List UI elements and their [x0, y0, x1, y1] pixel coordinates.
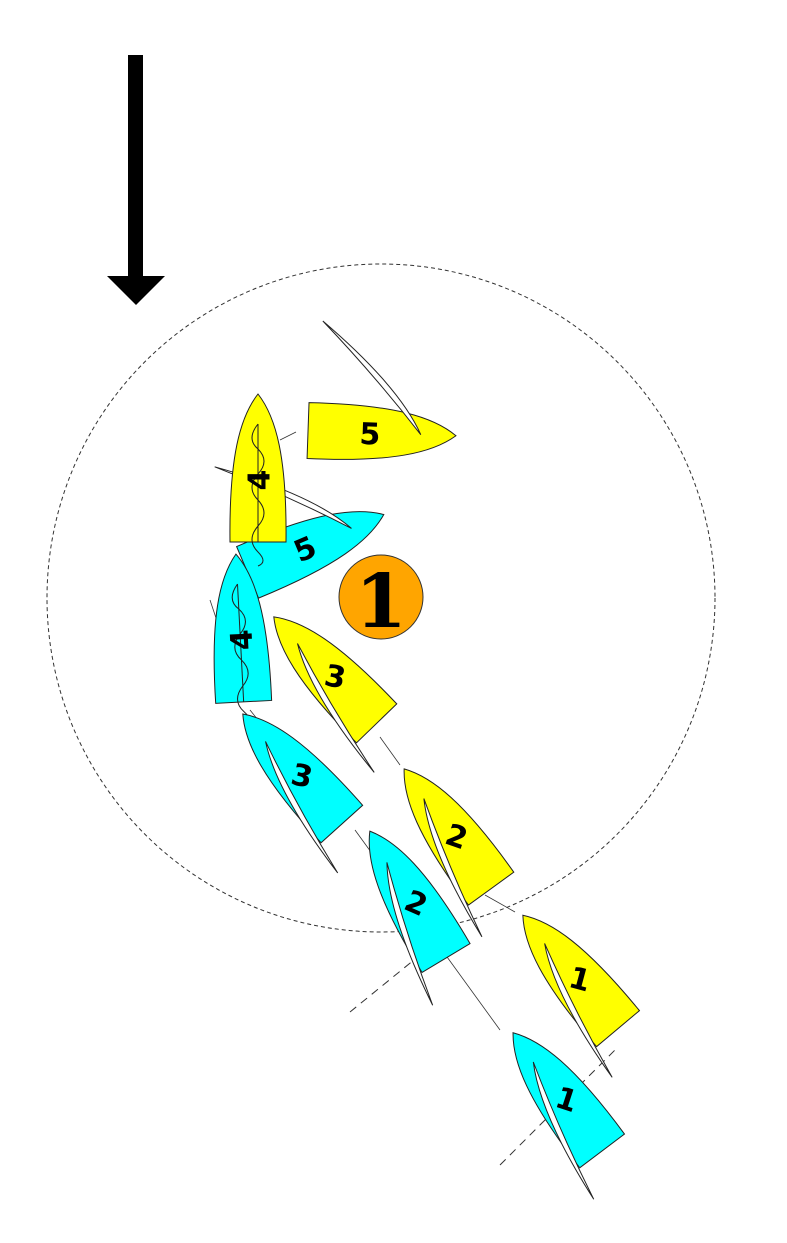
- hull-shape: [368, 830, 471, 974]
- sail: [544, 943, 613, 1078]
- boat-yellow-2[interactable]: 2: [368, 752, 533, 941]
- hull-shape: [242, 713, 364, 844]
- boat-cyan-2[interactable]: 2: [332, 817, 488, 1010]
- track-line: [379, 736, 401, 766]
- boat-yellow-5[interactable]: 5: [306, 315, 460, 464]
- track-line: [484, 894, 516, 913]
- hull-shape: [512, 1032, 626, 1169]
- sail: [423, 798, 483, 938]
- dashed-layline: [349, 954, 421, 1013]
- boat-yellow-3[interactable]: 3: [242, 597, 420, 778]
- boom-line: [236, 584, 245, 702]
- wind-arrow-icon: [107, 55, 165, 305]
- boat-yellow-4[interactable]: 4: [229, 393, 287, 567]
- boat-cyan-3[interactable]: 3: [210, 695, 385, 878]
- hull-shape: [522, 914, 641, 1048]
- sail: [322, 320, 422, 435]
- boat-number: 4: [243, 470, 278, 491]
- boat-cyan-4[interactable]: 4: [208, 553, 273, 728]
- hull-shape: [273, 616, 398, 744]
- track-line: [279, 431, 297, 441]
- sail: [265, 741, 339, 874]
- sail: [296, 643, 375, 773]
- zone-circle: [46, 263, 716, 933]
- sail: [214, 466, 352, 529]
- hull-shape: [306, 402, 457, 460]
- sail: [532, 1061, 595, 1200]
- mark-1[interactable]: 1: [338, 554, 424, 645]
- mark-label: 1: [355, 559, 407, 645]
- hull-shape: [403, 768, 515, 906]
- boat-cyan-1[interactable]: 1: [478, 1016, 645, 1205]
- boat-number: 5: [359, 417, 381, 453]
- sail: [386, 862, 434, 1006]
- boat-yellow-1[interactable]: 1: [489, 897, 661, 1083]
- boat-number: 4: [224, 629, 260, 652]
